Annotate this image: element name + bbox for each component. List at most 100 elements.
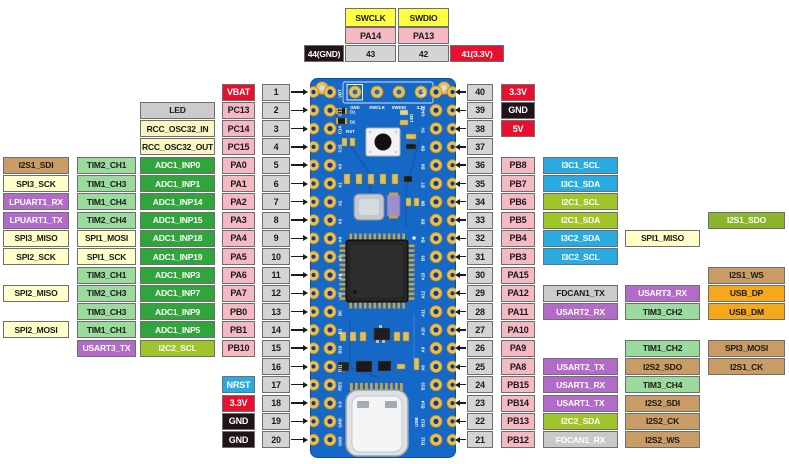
function-cell: I3C1_SDA bbox=[543, 175, 618, 192]
function-cell: TIM1_CH1 bbox=[77, 321, 136, 339]
board-silkscreen-label: A1 bbox=[338, 182, 343, 188]
port-header-cell: PA13 bbox=[398, 27, 449, 44]
function-cell: TIM2_CH3 bbox=[77, 284, 136, 302]
pin-arrow-icon bbox=[455, 308, 466, 315]
pin-number-cell: 20 bbox=[262, 431, 290, 449]
port-cell: PC14 bbox=[222, 120, 255, 138]
pin-arrow-icon bbox=[291, 180, 308, 187]
pin-number-cell: 38 bbox=[467, 120, 493, 138]
port-cell: PB15 bbox=[501, 376, 535, 394]
pin-arrow-icon bbox=[291, 308, 308, 315]
pin-arrow-icon bbox=[455, 107, 466, 114]
pin-arrow-icon bbox=[291, 400, 308, 407]
pin-arrow-icon bbox=[455, 272, 466, 279]
swd-pad-label: GND bbox=[350, 105, 360, 110]
board-silkscreen-label: B15 bbox=[421, 382, 426, 390]
pin-number-cell: 37 bbox=[467, 138, 493, 156]
board-silkscreen-label: A4 bbox=[338, 237, 343, 243]
pin-arrow-icon bbox=[291, 381, 308, 388]
function-cell: USART3_RX bbox=[625, 284, 700, 302]
pin-number-cell: 23 bbox=[467, 394, 493, 412]
port-cell: PA4 bbox=[222, 229, 255, 247]
board-silkscreen-label: B7 bbox=[421, 182, 426, 188]
pin-arrow-icon bbox=[455, 180, 466, 187]
pin-arrow-icon bbox=[291, 235, 308, 242]
pin-number-cell: 16 bbox=[262, 358, 290, 375]
pin-number-cell: 27 bbox=[467, 321, 493, 339]
board-silkscreen-label: GND bbox=[338, 436, 343, 446]
pin-arrow-icon bbox=[455, 381, 466, 388]
port-cell: PA2 bbox=[222, 193, 255, 211]
pin-number-cell: 19 bbox=[262, 412, 290, 430]
function-cell: USART3_TX bbox=[77, 339, 136, 357]
pin-arrow-icon bbox=[291, 253, 308, 260]
port-cell: 3.3V bbox=[501, 83, 535, 101]
function-cell: ADC1_INP15 bbox=[140, 211, 215, 229]
swd-pad-label: SWDIO bbox=[392, 105, 407, 110]
function-cell: USB_DM bbox=[708, 303, 785, 321]
function-cell: USART1_RX bbox=[543, 376, 618, 394]
port-cell: PC13 bbox=[222, 101, 255, 119]
pin-number-cell: 26 bbox=[467, 339, 493, 357]
board-silkscreen-label: B12 bbox=[421, 437, 426, 445]
function-cell: ADC1_INP3 bbox=[140, 266, 215, 284]
pin-arrow-icon bbox=[455, 290, 466, 297]
pin-number-cell: 1 bbox=[262, 83, 290, 101]
function-cell: ADC1_INP19 bbox=[140, 248, 215, 266]
function-cell: I2S1_CK bbox=[708, 358, 785, 375]
pin-arrow-icon bbox=[455, 418, 466, 425]
crystal-oscillator bbox=[353, 193, 385, 221]
board-silkscreen-label: B11 bbox=[338, 364, 343, 372]
svg-text:RST: RST bbox=[346, 129, 355, 134]
pin-arrow-icon bbox=[291, 89, 308, 96]
function-cell: USART2_RX bbox=[543, 303, 618, 321]
function-cell: I2S2_CK bbox=[625, 412, 700, 430]
pin-header-cell: 41(3.3V) bbox=[450, 45, 504, 62]
function-cell: ADC1_INP14 bbox=[140, 193, 215, 211]
board-silkscreen-label: A7 bbox=[338, 291, 343, 297]
pin-number-cell: 4 bbox=[262, 138, 290, 156]
pin-number-cell: 14 bbox=[262, 321, 290, 339]
led-indicator: LED bbox=[399, 109, 414, 126]
pin-arrow-icon bbox=[455, 143, 466, 150]
pin-number-cell: 18 bbox=[262, 394, 290, 412]
pin-arrow-icon bbox=[455, 89, 466, 96]
function-cell: SPI2_SCK bbox=[3, 248, 69, 266]
pin-arrow-icon bbox=[291, 345, 308, 352]
pin-arrow-icon bbox=[291, 162, 308, 169]
function-cell: I2S1_WS bbox=[708, 266, 785, 284]
pin-number-cell: 5 bbox=[262, 156, 290, 174]
pin-number-cell: 31 bbox=[467, 248, 493, 266]
pin-number-cell: 33 bbox=[467, 211, 493, 229]
port-cell: NRST bbox=[222, 376, 255, 394]
pin-header-cell: 42 bbox=[398, 45, 449, 62]
edge-pads bbox=[310, 85, 456, 447]
silkscreen-labels-left: VBTC13C14C15A0A1A2A3A4A5A6A7B0B1B10B11RE… bbox=[338, 89, 343, 446]
passive-components bbox=[341, 133, 417, 185]
mcu-chip bbox=[339, 233, 416, 309]
board-silkscreen-label: VBT bbox=[338, 89, 343, 98]
board-silkscreen-label: 3.3 bbox=[421, 90, 426, 97]
port-cell: 5V bbox=[501, 120, 535, 138]
pin-header-cell: 43 bbox=[345, 45, 396, 62]
pin-arrow-icon bbox=[455, 345, 466, 352]
function-cell: FDCAN1_RX bbox=[543, 431, 618, 449]
pin-number-cell: 28 bbox=[467, 303, 493, 321]
board-silkscreen-label: B3 bbox=[421, 255, 426, 261]
pin-number-cell: 21 bbox=[467, 431, 493, 449]
port-cell: PA10 bbox=[501, 321, 535, 339]
function-cell: LED bbox=[140, 101, 215, 119]
function-cell: TIM1_CH4 bbox=[77, 193, 136, 211]
pin-arrow-icon bbox=[455, 253, 466, 260]
function-cell: I2S2_WS bbox=[625, 431, 700, 449]
function-cell: USB_DP bbox=[708, 284, 785, 302]
board-silkscreen-label: RES bbox=[338, 382, 343, 391]
pin-arrow-icon bbox=[291, 143, 308, 150]
function-cell: I3C1_SCL bbox=[543, 156, 618, 174]
pin-header-cell: 44(GND) bbox=[304, 45, 344, 62]
svg-text:D1: D1 bbox=[350, 110, 356, 115]
board-silkscreen-label: A3 bbox=[338, 218, 343, 224]
pin-number-cell: 10 bbox=[262, 248, 290, 266]
board-silkscreen-label: 5V bbox=[421, 127, 426, 132]
